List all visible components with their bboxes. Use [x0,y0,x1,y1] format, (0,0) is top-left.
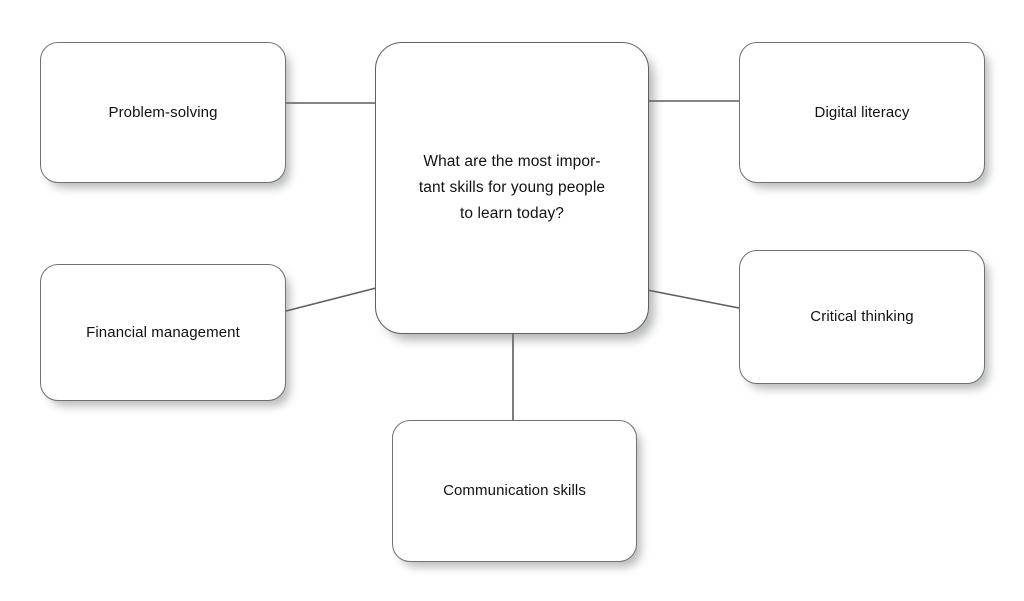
node-central-question[interactable]: What are the most impor- tant skills for… [375,42,649,334]
node-label-communication-skills: Communication skills [443,482,586,499]
node-label-central-question: What are the most impor- tant skills for… [418,153,606,222]
node-label-critical-thinking: Critical thinking [810,308,914,325]
node-label-digital-literacy: Digital literacy [814,103,910,121]
node-financial-management[interactable]: Financial management [40,264,286,401]
node-problem-solving[interactable]: Problem-solving [40,42,286,183]
node-communication-skills[interactable]: Communication skills [392,420,637,562]
node-critical-thinking[interactable]: Critical thinking [739,250,985,384]
connector-financial [285,287,377,312]
node-label-problem-solving: Problem-solving [108,103,218,121]
connector-critical-thinking [646,289,740,309]
node-label-financial-management: Financial management [86,323,240,341]
node-digital-literacy[interactable]: Digital literacy [739,42,985,183]
